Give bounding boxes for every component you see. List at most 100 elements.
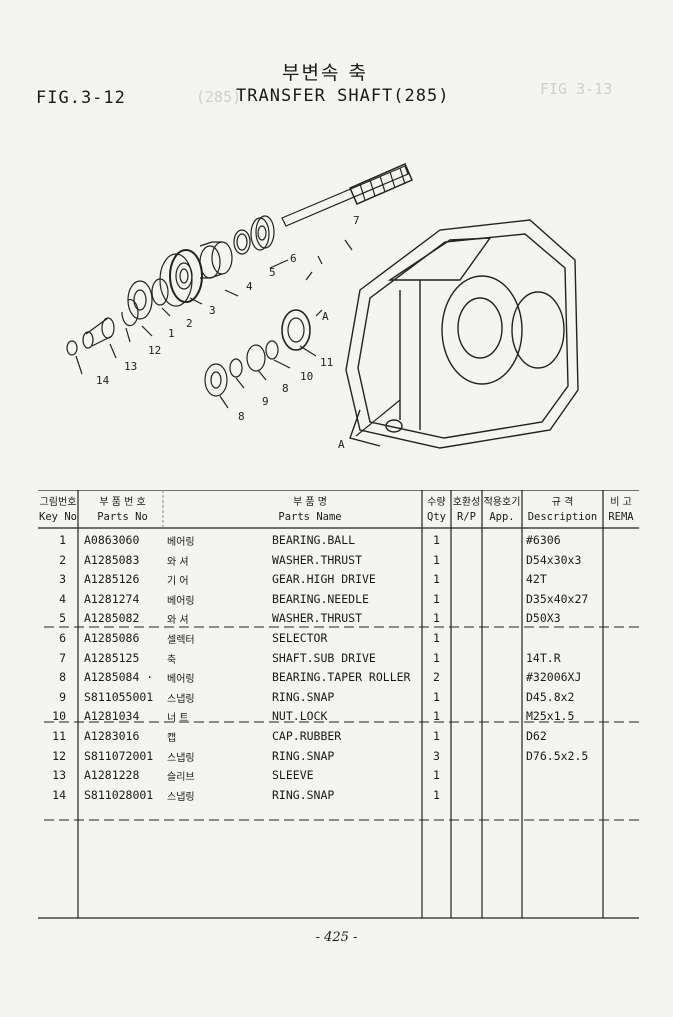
row-part-no: A1283016 <box>84 729 140 743</box>
row-part-name: RING.SNAP <box>272 689 335 704</box>
row-key-no: 1 <box>59 533 66 547</box>
row-qty: 1 <box>433 689 440 704</box>
row-part-no: A1281274 <box>84 591 140 606</box>
row-korean-name: 스냅링 <box>167 693 195 705</box>
row-qty: 1 <box>433 709 440 724</box>
row-qty: 1 <box>433 631 440 645</box>
row-qty: 2 <box>433 670 440 685</box>
snap-ring-part <box>66 340 78 356</box>
row-description: #32006XJ <box>526 670 582 685</box>
title-english: TRANSFER SHAFT(285) <box>236 86 450 106</box>
row-qty: 1 <box>433 591 440 606</box>
page-number: - 425 - <box>315 930 358 945</box>
row-part-name: SELECTOR <box>272 631 328 645</box>
gear-part <box>250 215 275 251</box>
row-key-no: 12 <box>52 748 66 763</box>
callout-8b: 8 <box>238 410 245 423</box>
row-qty: 1 <box>433 552 440 567</box>
exploded-parts-diagram: 1 2 3 4 5 6 7 8 9 10 11 12 13 14 A A 8 <box>66 163 579 451</box>
row-part-no: S811072001 <box>84 748 154 763</box>
needle-bearing-part <box>199 241 233 279</box>
row-part-name: BEARING.TAPER ROLLER <box>272 670 411 685</box>
callout-3: 3 <box>209 304 216 317</box>
snap-ring-part <box>229 358 243 378</box>
row-key-no: 8 <box>59 670 66 685</box>
lock-nut-part <box>265 340 279 360</box>
sleeve-part <box>82 317 115 349</box>
row-qty: 1 <box>433 572 440 587</box>
row-qty: 1 <box>433 650 440 665</box>
row-description: 14T.R <box>526 650 561 665</box>
row-qty: 3 <box>433 748 440 763</box>
row-description: D45.8x2 <box>526 689 575 704</box>
row-korean-name: 베어링 <box>167 674 195 686</box>
callout-8: 8 <box>282 382 289 395</box>
row-part-no: A1285125 <box>84 650 140 665</box>
row-qty: 1 <box>433 729 440 743</box>
callout-a: A <box>322 310 329 323</box>
callout-10: 10 <box>300 370 313 383</box>
row-part-no: A1285082 <box>84 611 140 626</box>
row-korean-name: 슬리브 <box>167 772 195 784</box>
title-korean: 부변속 축 <box>282 62 368 84</box>
row-key-no: 10 <box>52 709 66 724</box>
washer-part <box>233 229 251 255</box>
row-description: 42T <box>526 572 547 587</box>
row-key-no: 7 <box>59 650 66 665</box>
row-part-name: RING.SNAP <box>272 748 335 763</box>
row-key-no: 3 <box>59 572 66 587</box>
row-key-no: 13 <box>52 768 66 783</box>
row-part-name: CAP.RUBBER <box>272 729 342 743</box>
callout-11: 11 <box>320 356 333 369</box>
row-korean-name: 기 어 <box>167 576 189 588</box>
callout-5: 5 <box>269 266 276 279</box>
parts-table-grid <box>38 490 639 919</box>
row-korean-name: 셀렉터 <box>167 635 195 646</box>
row-korean-name: 스냅링 <box>167 752 195 764</box>
row-key-no: 2 <box>59 552 66 567</box>
callout-14: 14 <box>96 374 110 387</box>
row-korean-name: 베어링 <box>167 537 195 548</box>
transmission-housing <box>345 219 579 449</box>
bearing-part <box>246 344 266 372</box>
row-korean-name: 베어링 <box>167 595 195 607</box>
row-key-no: 14 <box>52 787 66 802</box>
row-korean-name: 스냅링 <box>167 791 195 803</box>
callout-9: 9 <box>262 395 269 408</box>
row-key-no: 11 <box>52 729 66 743</box>
row-part-name: WASHER.THRUST <box>272 552 363 567</box>
row-part-no: A0863060 <box>84 533 140 547</box>
row-part-name: SHAFT.SUB DRIVE <box>272 650 376 665</box>
row-description: D76.5x2.5 <box>526 748 589 763</box>
row-key-no: 5 <box>59 611 66 626</box>
row-part-no: A1281228 <box>84 768 140 783</box>
callout-a: A <box>338 438 345 451</box>
row-description: #6306 <box>526 533 561 547</box>
row-korean-name: 와 셔 <box>167 615 189 627</box>
row-part-no: S811028001 <box>84 787 154 802</box>
callout-4: 4 <box>246 280 253 293</box>
row-part-no: S811055001 <box>84 689 154 704</box>
row-description: M25x1.5 <box>526 709 575 724</box>
row-part-no: A1285126 <box>84 572 140 587</box>
row-part-no: A1281034 <box>84 709 140 724</box>
bleed-through-text: (285) <box>196 88 242 106</box>
row-korean-name: 너 트 <box>167 713 189 725</box>
row-korean-name: 와 셔 <box>167 556 189 568</box>
row-qty: 1 <box>433 768 440 783</box>
callout-7: 7 <box>353 214 360 227</box>
callout-12: 12 <box>148 344 161 357</box>
row-key-no: 4 <box>59 591 66 606</box>
row-qty: 1 <box>433 787 440 802</box>
callout-6: 6 <box>290 252 297 265</box>
row-part-no: A1285086 <box>84 631 140 645</box>
row-description: D62 <box>526 729 547 743</box>
washer-part <box>151 278 169 306</box>
